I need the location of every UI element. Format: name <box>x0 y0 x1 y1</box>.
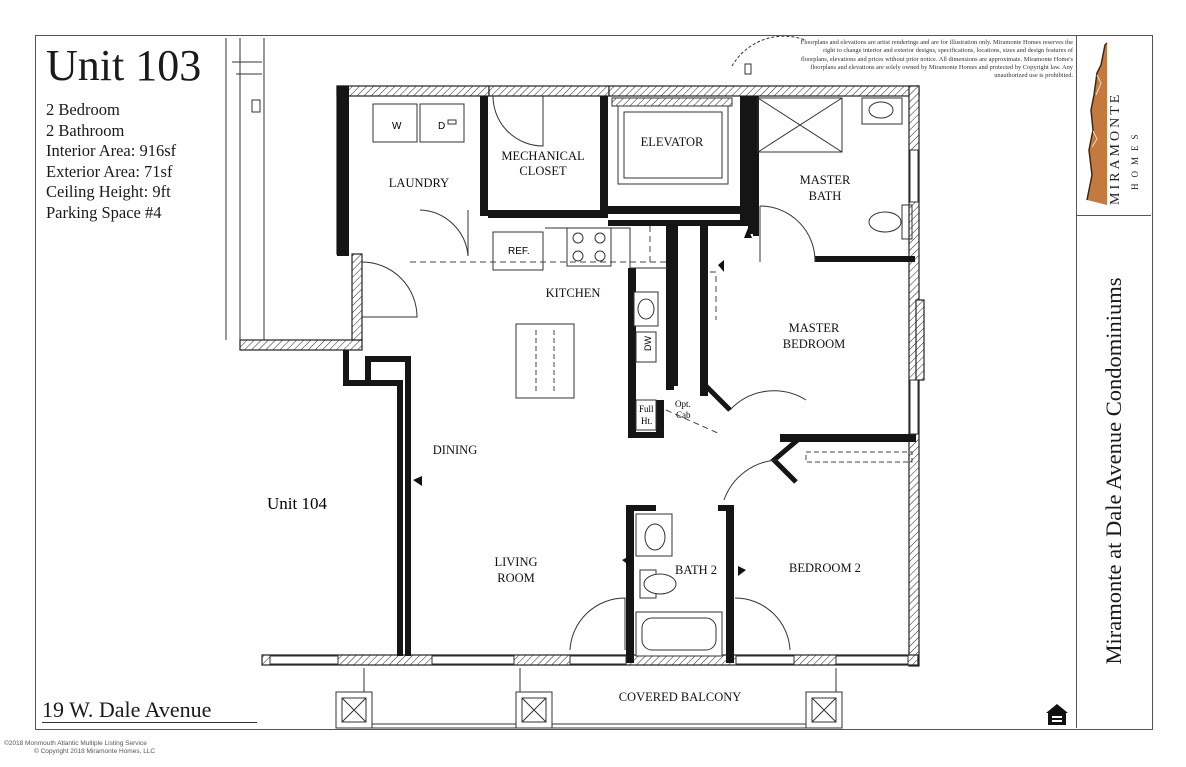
unit-title: Unit 103 <box>46 41 202 90</box>
covered-balcony-label: COVERED BALCONY <box>619 690 742 704</box>
bath2-fixtures <box>635 513 723 657</box>
kitchen-label: KITCHEN <box>546 286 601 300</box>
kitchen-island <box>515 323 575 399</box>
spec-ceiling-height: Ceiling Height: 9ft <box>46 182 171 201</box>
master-bath-label-1: MASTER <box>800 173 851 187</box>
address-underline <box>42 722 257 723</box>
spec-interior-area: Interior Area: 916sf <box>46 141 177 160</box>
balcony <box>335 668 843 729</box>
copyright-mls: ©2018 Monmouth Atlantic Multiple Listing… <box>4 740 147 747</box>
sheet-frame <box>35 35 1153 730</box>
spec-exterior-area: Exterior Area: 71sf <box>46 161 173 181</box>
bath2-label: BATH 2 <box>675 563 717 577</box>
dishwasher-label: DW <box>643 336 653 351</box>
soffit-lines <box>410 226 721 435</box>
utility-marker <box>744 63 752 75</box>
full-height-label-2: Ht. <box>641 416 652 426</box>
unit-specs: 2 Bedroom 2 Bathroom Interior Area: 916s… <box>46 100 176 223</box>
optional-cabinet-label-2: Cab <box>676 410 691 420</box>
elevator-shaft <box>611 97 733 185</box>
laundry-label: LAUNDRY <box>389 176 449 190</box>
fridge-label: REF. <box>508 246 530 257</box>
kitchen-island-dashes <box>535 330 555 392</box>
dining-label: DINING <box>433 443 477 457</box>
brand-logo <box>1077 35 1151 215</box>
interior-walls <box>337 86 916 663</box>
living-room-label-2: ROOM <box>497 571 535 585</box>
spec-bedrooms: 2 Bedroom <box>46 100 120 119</box>
mechanical-closet-label-2: CLOSET <box>519 164 567 178</box>
spec-parking: Parking Space #4 <box>46 202 162 222</box>
address: 19 W. Dale Avenue <box>42 697 212 722</box>
laundry-machines <box>372 103 465 143</box>
copyright: ©2018 Monmouth Atlantic Multiple Listing… <box>4 740 155 756</box>
living-room-label-1: LIVING <box>494 555 537 569</box>
master-bath-label-2: BATH <box>809 189 842 203</box>
mountain-logo-icon <box>1086 42 1108 205</box>
neighbor-unit-label: Unit 104 <box>267 494 327 513</box>
disclaimer: Floorplans and elevations are artist ren… <box>800 39 1073 80</box>
adjacent-building-lines <box>225 38 265 340</box>
door-swings <box>361 35 816 651</box>
windows <box>269 149 919 665</box>
sidebar-divider <box>1076 35 1077 728</box>
master-bedroom-label-2: BEDROOM <box>783 337 846 351</box>
master-bath-fixtures <box>757 97 913 240</box>
equal-housing-opportunity-icon <box>1042 700 1072 728</box>
bedroom2-closet-shelf <box>805 451 913 463</box>
room-labels: LAUNDRY MECHANICAL CLOSET ELEVATOR MASTE… <box>389 135 861 704</box>
logo-divider <box>1076 215 1151 216</box>
washer-label: W <box>392 121 402 132</box>
master-bedroom-label-1: MASTER <box>789 321 840 335</box>
bedroom2-label: BEDROOM 2 <box>789 561 861 575</box>
copyright-miramonte: © Copyright 2018 Miramonte Homes, LLC <box>34 748 156 755</box>
spec-bathrooms: 2 Bathroom <box>46 120 125 140</box>
mechanical-closet-label-1: MECHANICAL <box>501 149 584 163</box>
full-height-label-1: Full <box>639 404 654 414</box>
kitchen-fixtures <box>492 227 668 431</box>
elevator-label: ELEVATOR <box>641 135 704 149</box>
dryer-label: D <box>438 121 445 132</box>
wall-markers <box>413 228 752 576</box>
optional-cabinet-label-1: Opt. <box>675 399 691 409</box>
